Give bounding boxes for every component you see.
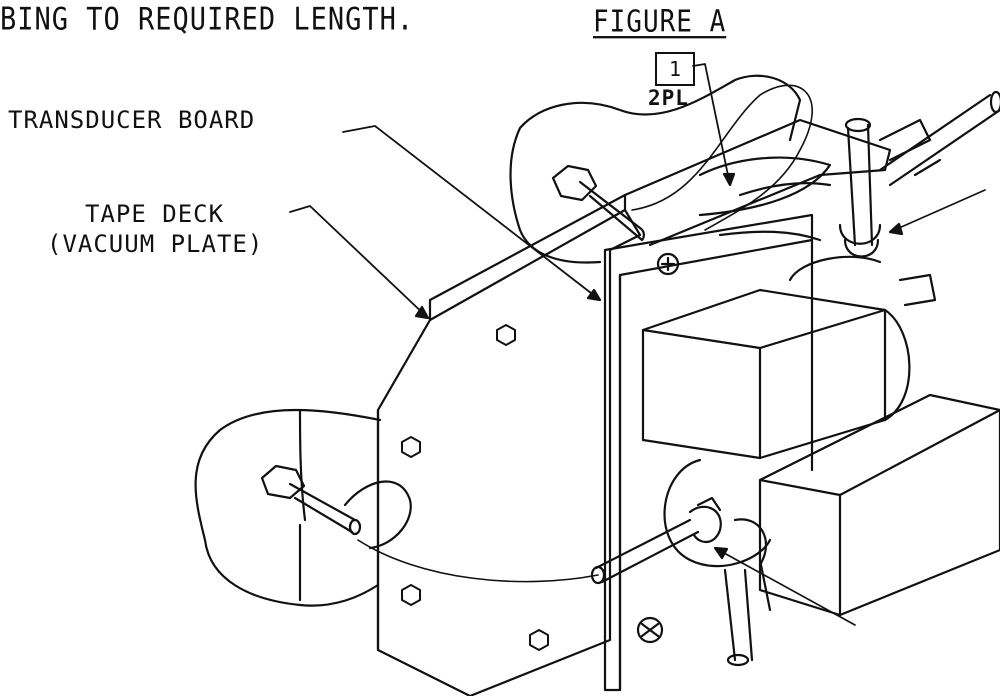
lower-tube	[590, 496, 722, 585]
board-screw	[636, 616, 664, 644]
tape-deck-plate-edge	[376, 193, 627, 652]
transducer-board-face	[618, 238, 814, 692]
leader-right-upper-arrow	[888, 222, 904, 236]
wire-lower	[357, 539, 599, 583]
figure-title: FIGURE A	[593, 5, 727, 40]
right-tube-top	[878, 90, 1000, 187]
leader-ref-box	[692, 63, 731, 186]
upper-left-fitting	[551, 164, 645, 242]
top-note-text: BING TO REQUIRED LENGTH.	[0, 2, 415, 38]
leader-tape-deck-arrow	[414, 305, 430, 320]
leader-ref-arrow	[722, 172, 736, 187]
upper-manifold	[623, 118, 892, 276]
leader-tape-deck	[289, 205, 429, 319]
item-quantity: 2PL	[648, 86, 689, 110]
breakout-outline-lower-2	[298, 408, 307, 522]
lower-valve-body	[663, 393, 1000, 617]
transducer-board-label: TRANSDUCER BOARD	[8, 106, 256, 134]
deck-bolts	[401, 324, 549, 651]
lower-left-fitting	[260, 464, 412, 550]
breakout-outline-upper	[509, 74, 802, 264]
leader-transducer-board	[342, 125, 601, 301]
leader-right-lower-arrow	[713, 546, 729, 560]
upper-valve-body	[641, 255, 937, 460]
lower-stub	[723, 568, 754, 667]
leader-transducer-arrow	[586, 288, 602, 302]
leader-right-lower	[714, 547, 856, 626]
leader-right-upper	[889, 189, 986, 233]
vacuum-plate-label: (VACUUM PLATE)	[47, 230, 264, 258]
breakout-outline-lower	[194, 408, 382, 607]
tape-deck-label: TAPE DECK	[85, 200, 225, 228]
wire-upper	[631, 84, 813, 231]
item-reference-box: 1	[655, 52, 695, 86]
